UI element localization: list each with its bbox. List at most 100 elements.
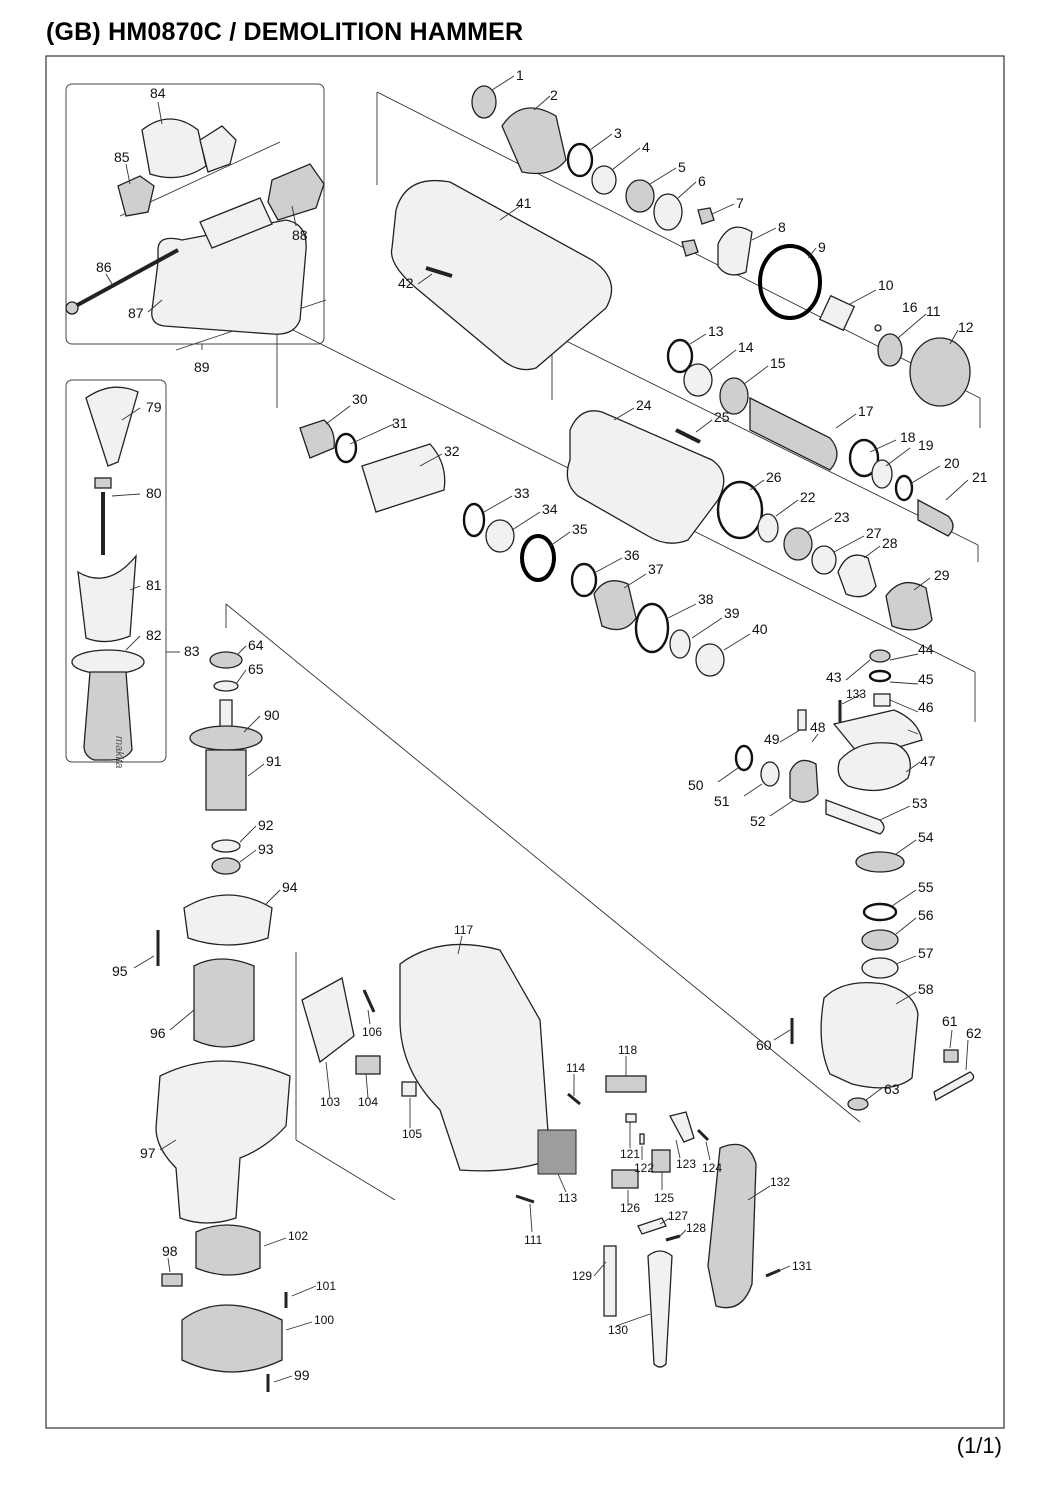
ring-6	[653, 193, 683, 231]
callout-10: 10	[878, 277, 894, 293]
callout-127: 127	[668, 1209, 688, 1223]
callout-85: 85	[114, 149, 130, 165]
cord-guard-130	[647, 1250, 673, 1368]
ring-3	[566, 142, 594, 178]
callout-100: 100	[314, 1313, 334, 1327]
callout-35: 35	[572, 521, 588, 537]
ring-23	[783, 527, 813, 561]
callout-44: 44	[918, 641, 934, 657]
nut-80	[94, 477, 112, 489]
callout-52: 52	[750, 813, 766, 829]
screw-114	[567, 1092, 581, 1106]
oring-19	[871, 459, 893, 489]
crank-cluster-parts	[734, 649, 975, 1111]
callout-7: 7	[736, 195, 744, 211]
clip-61	[943, 1049, 959, 1063]
disc-82	[71, 649, 145, 675]
callout-126: 126	[620, 1201, 640, 1215]
callout-24: 24	[636, 397, 652, 413]
switch-125	[651, 1149, 671, 1173]
callout-81: 81	[146, 577, 162, 593]
callout-43: 43	[826, 669, 842, 685]
callout-97: 97	[140, 1145, 156, 1161]
callout-21: 21	[972, 469, 988, 485]
callout-25: 25	[714, 409, 730, 425]
label-113	[537, 1129, 577, 1175]
motor-housing-97	[155, 1060, 291, 1224]
clip-105	[401, 1081, 417, 1097]
callout-121: 121	[620, 1147, 640, 1161]
callout-132: 132	[770, 1175, 790, 1189]
lever-123	[669, 1111, 695, 1143]
callout-23: 23	[834, 509, 850, 525]
callout-51: 51	[714, 793, 730, 809]
plate-10	[818, 294, 856, 332]
callout-28: 28	[882, 535, 898, 551]
switch-118	[605, 1075, 647, 1093]
spring-121	[625, 1113, 637, 1123]
callout-14: 14	[738, 339, 754, 355]
front-cluster-parts	[390, 85, 971, 407]
oring-20	[894, 474, 914, 502]
callout-33: 33	[514, 485, 530, 501]
callout-92: 92	[258, 817, 274, 833]
callout-83: 83	[184, 643, 200, 659]
callout-84: 84	[150, 85, 166, 101]
callout-42: 42	[398, 275, 414, 291]
callout-113: 113	[558, 1191, 577, 1205]
callout-105: 105	[402, 1127, 422, 1141]
callout-93: 93	[258, 841, 274, 857]
bolt-head-86	[65, 301, 79, 315]
grip-132	[707, 1143, 757, 1309]
brush-98	[161, 1273, 183, 1287]
oring-38	[634, 602, 670, 654]
callout-39: 39	[724, 605, 740, 621]
brush-holder-102	[195, 1224, 261, 1276]
callout-95: 95	[112, 963, 128, 979]
cap-12	[909, 337, 971, 407]
screw-124	[696, 1128, 710, 1142]
callout-117: 117	[454, 923, 473, 937]
bolt-86	[71, 248, 179, 310]
cable-129	[603, 1245, 617, 1317]
callout-2: 2	[550, 87, 558, 103]
ring-55	[862, 902, 898, 922]
callout-62: 62	[966, 1025, 982, 1041]
callout-29: 29	[934, 567, 950, 583]
callout-45: 45	[918, 671, 934, 687]
controller-103	[301, 977, 355, 1064]
callout-56: 56	[918, 907, 934, 923]
callout-19: 19	[918, 437, 934, 453]
ring-holder-37	[593, 580, 637, 631]
clip-7b	[681, 239, 699, 257]
bearing-93	[211, 857, 241, 875]
callout-8: 8	[778, 219, 786, 235]
callout-53: 53	[912, 795, 928, 811]
washer-14	[683, 363, 713, 397]
bearing-64	[209, 651, 243, 669]
washer-4	[591, 165, 617, 195]
callout-27: 27	[866, 525, 882, 541]
cylinder-24	[566, 410, 725, 544]
seal-57	[861, 957, 899, 979]
grip-kit-box	[65, 379, 167, 763]
band-79	[85, 386, 139, 467]
fan-90	[189, 725, 263, 751]
spring-9	[758, 244, 822, 320]
callout-103: 103	[320, 1095, 340, 1109]
callout-129: 129	[572, 1269, 592, 1283]
callout-61: 61	[942, 1013, 958, 1029]
washer-40	[695, 643, 725, 677]
piston-cluster-parts	[299, 419, 725, 677]
callout-41: 41	[516, 195, 532, 211]
oring-26	[716, 480, 764, 540]
band-84	[141, 118, 207, 179]
screw-111	[515, 1194, 535, 1204]
strain-relief-127	[637, 1217, 667, 1235]
page-title: (GB) HM0870C / DEMOLITION HAMMER	[46, 18, 524, 46]
knob-88	[267, 163, 325, 221]
callout-50: 50	[688, 777, 704, 793]
callout-12: 12	[958, 319, 974, 335]
callout-47: 47	[920, 753, 936, 769]
link-62	[933, 1071, 975, 1101]
